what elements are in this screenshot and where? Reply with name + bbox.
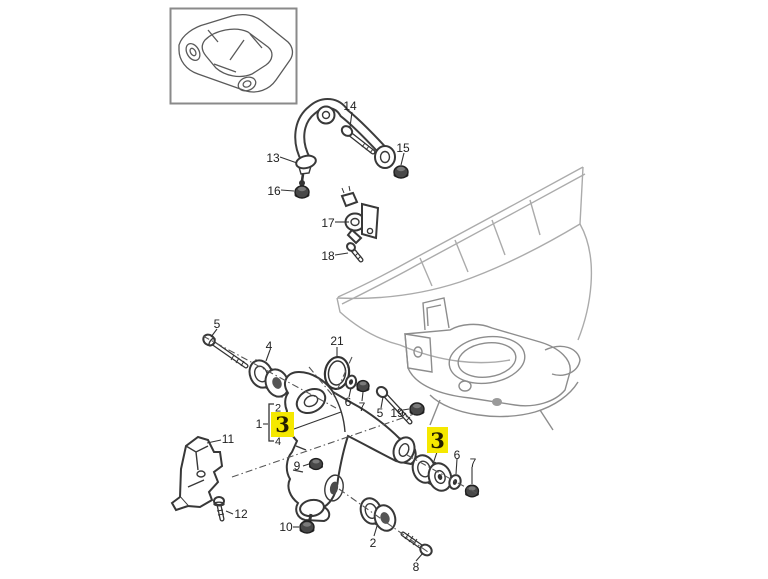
nut-16: [294, 185, 310, 199]
callout-2-bracket[interactable]: 2: [275, 403, 281, 415]
callout-14[interactable]: 14: [343, 99, 357, 113]
bolt-14: [340, 125, 376, 155]
callout-8[interactable]: 8: [413, 560, 420, 574]
vehicle-thumbnail-box: [169, 7, 298, 105]
subframe-drawing: [336, 166, 593, 364]
callout-4[interactable]: 4: [266, 339, 273, 353]
callout-7-front[interactable]: 7: [359, 400, 366, 414]
callout-19[interactable]: 19: [390, 406, 404, 420]
callout-11[interactable]: 11: [222, 432, 235, 446]
highlight-box-3-bracket[interactable]: [271, 412, 294, 437]
callout-10[interactable]: 10: [279, 520, 293, 534]
nut-10: [299, 520, 315, 534]
subframe-mount-detail: [404, 297, 581, 431]
callout-3-bracket-highlighted[interactable]: 3: [275, 412, 290, 437]
callout-6-rear[interactable]: 6: [454, 448, 461, 462]
washer-6-rear: [448, 474, 462, 490]
nut-19: [409, 402, 425, 416]
callout-2[interactable]: 2: [370, 536, 377, 550]
lower-control-arm: [284, 370, 417, 529]
vehicle-outline-drawing: [178, 14, 294, 93]
callout-labels: 14 15 13 16 17 18 5 4 21 6 7 5 19 1 9 10…: [214, 99, 477, 574]
assembly-axes: [202, 335, 479, 553]
callout-4-bracket[interactable]: 4: [275, 436, 281, 448]
screw-18: [346, 242, 364, 263]
callout-7-rear[interactable]: 7: [470, 456, 477, 470]
callout-1[interactable]: 1: [256, 417, 263, 431]
bushing-2: [359, 497, 397, 532]
callout-15[interactable]: 15: [396, 141, 410, 155]
callout-17[interactable]: 17: [321, 216, 335, 230]
bolt-5-front: [202, 333, 249, 369]
callout-16[interactable]: 16: [267, 184, 281, 198]
callout-18[interactable]: 18: [321, 249, 335, 263]
callout-21[interactable]: 21: [330, 334, 344, 348]
callout-12[interactable]: 12: [234, 507, 248, 521]
bushing-4: [248, 358, 290, 399]
nut-7-front: [356, 379, 370, 393]
callout-5-front[interactable]: 5: [214, 317, 221, 331]
highlighted-callout-3[interactable]: 3: [427, 427, 448, 453]
bushing-3-highlighted-part: [411, 454, 453, 492]
nut-9: [308, 457, 324, 471]
cover-plate-11: [170, 435, 224, 512]
variant-bracket: 2 3 4: [268, 403, 294, 448]
seal-ring-21: [323, 355, 351, 391]
bolt-12: [213, 496, 225, 522]
washer-6-front: [344, 374, 358, 390]
bolt-5-rear: [375, 385, 413, 425]
highlight-box-3[interactable]: [427, 427, 448, 453]
level-sensor-17: [340, 185, 380, 245]
nut-15: [393, 165, 409, 179]
callout-13[interactable]: 13: [266, 151, 280, 165]
callout-5-rear[interactable]: 5: [377, 406, 384, 420]
callout-3-highlighted[interactable]: 3: [430, 428, 445, 453]
callout-6-front[interactable]: 6: [345, 395, 352, 409]
upper-control-arm: [294, 98, 396, 186]
ball-joint-upper: [295, 154, 317, 186]
leader-lines: [206, 111, 473, 562]
callout-9[interactable]: 9: [294, 459, 301, 473]
